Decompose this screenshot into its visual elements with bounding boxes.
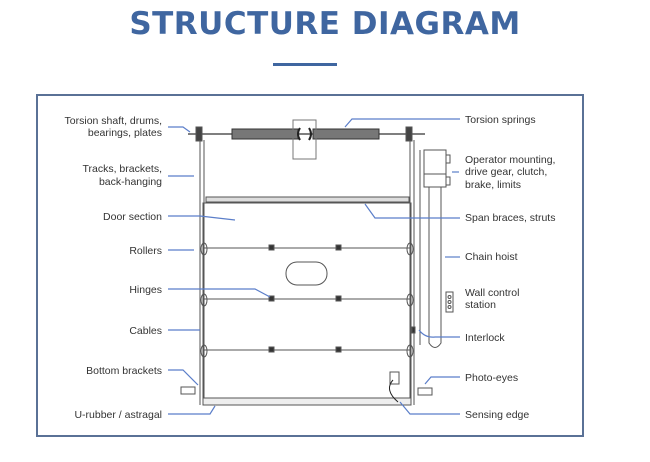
sensing-edge-cable bbox=[388, 379, 399, 403]
label-tracks-1: Tracks, brackets, bbox=[82, 163, 162, 175]
label-torsion-springs: Torsion springs bbox=[465, 114, 536, 126]
label-span-braces: Span braces, struts bbox=[465, 212, 555, 224]
label-operator-1: Operator mounting, bbox=[465, 154, 555, 166]
page-title: STRUCTURE DIAGRAM bbox=[129, 6, 521, 42]
label-bottom-brackets: Bottom brackets bbox=[86, 365, 162, 377]
span-brace bbox=[205, 196, 410, 203]
door-drawing bbox=[180, 119, 454, 406]
left-labels: Torsion shaft, drums, bearings, plates T… bbox=[65, 115, 163, 421]
sensing-edge-box bbox=[389, 371, 400, 385]
vertical-tracks bbox=[199, 140, 421, 405]
interlock-drawing bbox=[411, 326, 416, 334]
label-chain-hoist: Chain hoist bbox=[465, 251, 518, 263]
label-operator-3: brake, limits bbox=[465, 179, 521, 191]
label-photo-eyes: Photo-eyes bbox=[465, 372, 518, 384]
leader-lines bbox=[168, 118, 460, 415]
chain-loop bbox=[428, 187, 442, 348]
window bbox=[285, 261, 328, 286]
wall-control-box bbox=[445, 291, 454, 313]
rollers-drawing bbox=[200, 242, 414, 358]
title-underline bbox=[273, 63, 337, 66]
label-torsion-shaft-2: bearings, plates bbox=[88, 127, 162, 139]
label-interlock: Interlock bbox=[465, 332, 505, 344]
label-operator-2: drive gear, clutch, bbox=[465, 166, 547, 178]
label-hinges: Hinges bbox=[129, 284, 162, 296]
label-wall-control-1: Wall control bbox=[465, 287, 519, 299]
label-wall-control-2: station bbox=[465, 299, 496, 311]
label-door-section: Door section bbox=[103, 211, 162, 223]
label-cables: Cables bbox=[129, 325, 162, 337]
center-bracket bbox=[292, 119, 317, 160]
label-rollers: Rollers bbox=[129, 245, 162, 257]
left-drum bbox=[195, 126, 203, 142]
door-panel bbox=[202, 202, 412, 406]
hinges-drawing bbox=[268, 244, 342, 353]
right-drum bbox=[405, 126, 413, 142]
diagram-frame bbox=[36, 94, 584, 437]
right-labels: Torsion springs Operator mounting, drive… bbox=[465, 114, 555, 421]
bottom-seal bbox=[202, 397, 412, 406]
label-sensing-edge: Sensing edge bbox=[465, 409, 529, 421]
right-photo-eye bbox=[417, 387, 433, 396]
torsion-shaft bbox=[188, 126, 425, 142]
label-tracks-2: back-hanging bbox=[99, 176, 162, 188]
label-torsion-shaft-1: Torsion shaft, drums, bbox=[65, 115, 162, 127]
operator-drawing bbox=[423, 149, 454, 348]
left-photo-eye bbox=[180, 386, 196, 395]
label-u-rubber: U-rubber / astragal bbox=[74, 409, 162, 421]
torsion-springs-drawing bbox=[231, 119, 380, 160]
